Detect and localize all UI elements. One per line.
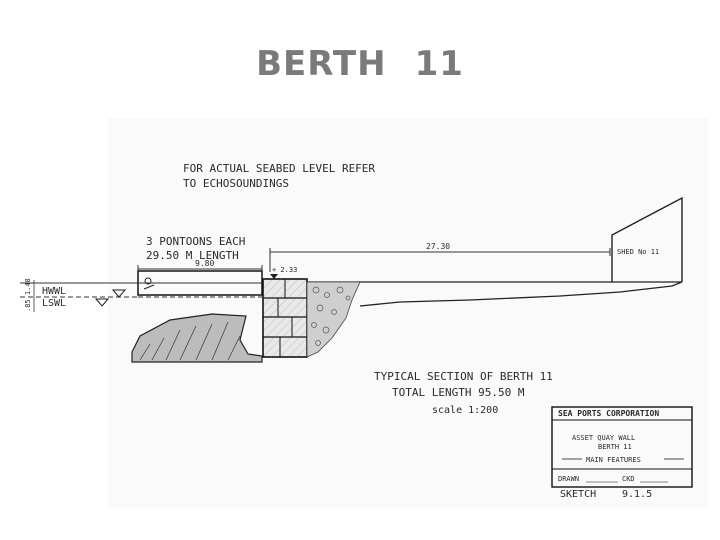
seabed-profile bbox=[131, 313, 263, 363]
quay-level-label: + 2.33 bbox=[272, 266, 297, 274]
hwwl-label: HWWL bbox=[42, 286, 66, 297]
scan-area bbox=[108, 118, 708, 508]
seabed-note-line2: TO ECHOSOUNDINGS bbox=[183, 177, 289, 190]
pontoons-note-line2: 29.50 M LENGTH bbox=[146, 249, 239, 262]
title-block: SEA PORTS CORPORATION ASSET QUAY WALL BE… bbox=[551, 406, 693, 488]
page-title-word: BERTH bbox=[256, 44, 387, 84]
scale-label: scale 1:200 bbox=[432, 405, 498, 416]
total-length-label: TOTAL LENGTH 95.50 M bbox=[392, 386, 525, 399]
tide-range-label: .85 1.48 bbox=[24, 278, 32, 312]
section-title: TYPICAL SECTION OF BERTH 11 bbox=[374, 370, 553, 383]
ckd-label: CKD bbox=[622, 475, 635, 483]
seabed-note-line1: FOR ACTUAL SEABED LEVEL REFER bbox=[183, 162, 375, 175]
title-block-org: SEA PORTS CORPORATION bbox=[558, 409, 659, 418]
quay-wall bbox=[262, 278, 308, 358]
sketch-number: 9.1.5 bbox=[622, 489, 652, 500]
drawn-label: DRAWN bbox=[558, 475, 579, 483]
lswl-label: LSWL bbox=[42, 298, 66, 309]
shed-label: SHED No 11 bbox=[617, 248, 659, 256]
title-block-line3: MAIN FEATURES bbox=[586, 456, 641, 464]
pontoons-note-line1: 3 PONTOONS EACH bbox=[146, 235, 245, 248]
sketch-label: SKETCH bbox=[560, 489, 596, 500]
lswl-marker-icon bbox=[94, 298, 110, 307]
rubble-backfill bbox=[306, 281, 361, 358]
shed-outline bbox=[611, 196, 683, 282]
title-block-line1: ASSET QUAY WALL bbox=[572, 434, 635, 442]
page-title: BERTH 11 bbox=[0, 44, 720, 84]
title-block-line2: BERTH 11 bbox=[598, 443, 632, 451]
hwwl-marker-icon bbox=[111, 289, 127, 298]
apron-width-label: 27.30 bbox=[426, 242, 450, 251]
page-title-number: 11 bbox=[414, 44, 464, 84]
pontoon-width-label: 9.80 bbox=[195, 259, 214, 268]
ground-line bbox=[262, 281, 683, 307]
